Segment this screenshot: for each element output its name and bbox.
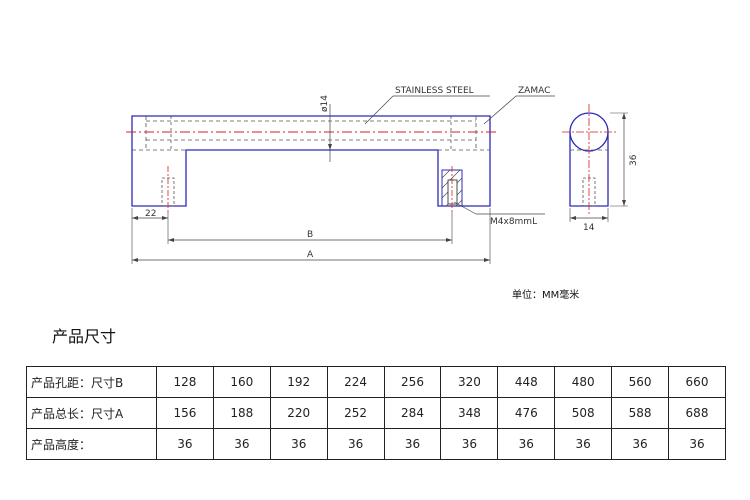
table-cell: 476: [497, 397, 556, 429]
table-row: 产品总长：尺寸A 156 188 220 252 284 348 476 508…: [26, 397, 726, 429]
front-view: [126, 95, 555, 215]
table-cell: 480: [554, 366, 613, 398]
table-cell: 36: [554, 428, 613, 460]
table-cell: 256: [383, 366, 442, 398]
table-cell: 36: [212, 428, 271, 460]
table-cell: 36: [497, 428, 556, 460]
unit-note: 单位：MM毫米: [512, 290, 580, 301]
table-cell: 448: [497, 366, 556, 398]
table-cell: 192: [269, 366, 328, 398]
label-diameter: ø14: [320, 95, 330, 112]
table-cell: 588: [611, 397, 670, 429]
table-row: 产品孔距：尺寸B 128 160 192 224 256 320 448 480…: [26, 366, 726, 398]
dimension-36: 36: [629, 154, 639, 166]
row-label: 产品高度：: [26, 428, 157, 460]
table-cell: 688: [668, 397, 726, 429]
table-cell: 660: [668, 366, 726, 398]
table-cell: 36: [326, 428, 385, 460]
dimension-b: B: [307, 230, 313, 240]
table-cell: 156: [156, 397, 214, 429]
table-cell: 284: [383, 397, 442, 429]
row-label: 产品总长：尺寸A: [26, 397, 157, 429]
table-cell: 220: [269, 397, 328, 429]
table-cell: 320: [440, 366, 499, 398]
table-cell: 36: [440, 428, 499, 460]
section-title: 产品尺寸: [52, 327, 117, 346]
table-row: 产品高度： 36 36 36 36 36 36 36 36 36 36: [26, 428, 726, 460]
spec-table: 产品孔距：尺寸B 128 160 192 224 256 320 448 480…: [26, 366, 726, 460]
table-cell: 560: [611, 366, 670, 398]
table-cell: 36: [383, 428, 442, 460]
dimension-22: 22: [145, 209, 156, 219]
technical-drawing: STAINLESS STEEL ZAMAC ø14 M4x8mmL 22 B A…: [126, 86, 639, 264]
handle-outline: [131, 115, 491, 207]
table-cell: 252: [326, 397, 385, 429]
table-cell: 36: [269, 428, 328, 460]
dimension-a: A: [307, 250, 314, 260]
dimension-14: 14: [583, 223, 595, 233]
label-thread: M4x8mmL: [490, 217, 537, 227]
front-dimensions: [131, 113, 626, 264]
side-view: [562, 104, 628, 222]
table-cell: 224: [326, 366, 385, 398]
table-cell: 348: [440, 397, 499, 429]
table-cell: 508: [554, 397, 613, 429]
label-stainless-steel: STAINLESS STEEL: [395, 86, 474, 96]
table-cell: 160: [212, 366, 271, 398]
label-zamac: ZAMAC: [518, 86, 550, 96]
table-cell: 128: [156, 366, 214, 398]
table-cell: 36: [668, 428, 726, 460]
table-cell: 36: [156, 428, 214, 460]
row-label: 产品孔距：尺寸B: [26, 366, 157, 398]
table-cell: 36: [611, 428, 670, 460]
table-cell: 188: [212, 397, 271, 429]
